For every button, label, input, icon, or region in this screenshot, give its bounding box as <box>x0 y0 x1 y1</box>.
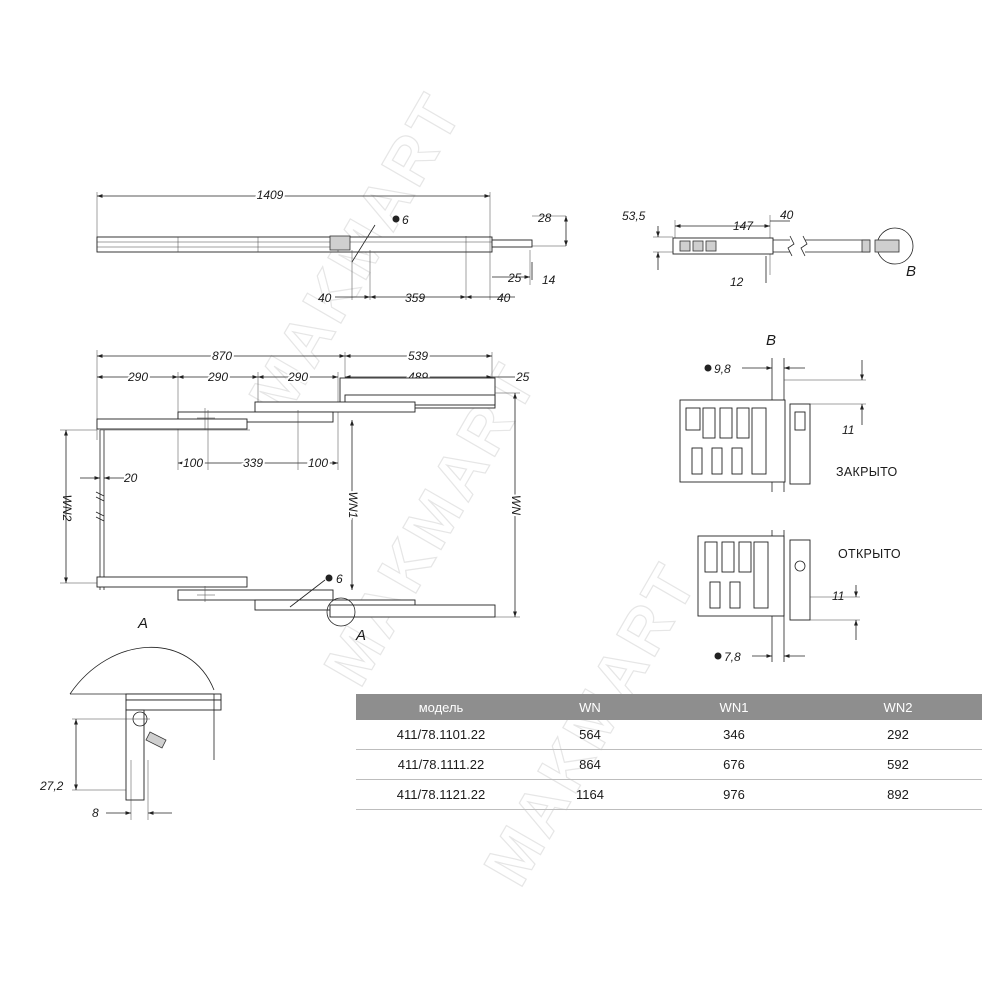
dim-27-2: 27,2 <box>39 779 64 793</box>
dim-11-open: 11 <box>832 589 844 603</box>
top-view: 1409 6 28 25 14 40 359 40 <box>96 186 568 305</box>
detail-b: B 9,8 11 ЗАКРЫТО ОТКРЫТО <box>679 332 901 664</box>
cell-wn1: 346 <box>654 720 814 750</box>
cell-model: 411/78.1111.22 <box>356 749 526 780</box>
dim-hole-6: 6 <box>402 213 409 227</box>
dim-100-a: 100 <box>183 456 203 470</box>
dim-wn2: WN2 <box>60 495 74 522</box>
dim-wn1: WN1 <box>346 492 360 519</box>
dim-25-plan: 25 <box>515 370 530 384</box>
table-row: 411/78.1101.22 564 346 292 <box>356 720 982 750</box>
hole-dot-icon <box>325 574 333 582</box>
cell-wn2: 292 <box>814 720 982 750</box>
cell-wn: 864 <box>526 749 654 780</box>
dim-25: 25 <box>507 271 522 285</box>
dim-40: 40 <box>780 208 794 222</box>
dim-147: 147 <box>733 219 754 233</box>
dim-100-b: 100 <box>308 456 328 470</box>
dim-wn: WN <box>509 495 523 515</box>
cell-wn2: 592 <box>814 749 982 780</box>
dim-339: 339 <box>243 456 263 470</box>
open-state-label: ОТКРЫТО <box>838 547 901 561</box>
dim-359: 359 <box>405 291 425 305</box>
dim-14: 14 <box>542 273 556 287</box>
hole-dot-icon <box>714 652 722 660</box>
closed-state-label: ЗАКРЫТО <box>836 465 897 479</box>
detail-a-marker: A <box>355 627 366 644</box>
dim-11-closed: 11 <box>842 423 854 437</box>
hole-dot-icon <box>392 215 400 223</box>
dim-40-left: 40 <box>318 291 332 305</box>
dim-290-c: 290 <box>287 370 308 384</box>
detail-b-title: B <box>766 332 776 349</box>
col-model: модель <box>356 694 526 720</box>
col-wn2: WN2 <box>814 694 982 720</box>
dim-7-8: 7,8 <box>724 650 741 664</box>
cell-model: 411/78.1121.22 <box>356 779 526 810</box>
cell-wn1: 676 <box>654 749 814 780</box>
detail-a-title: A <box>137 615 148 632</box>
dim-290-a: 290 <box>127 370 148 384</box>
dim-plan-hole-6: 6 <box>336 572 343 586</box>
dim-290-b: 290 <box>207 370 228 384</box>
dim-28: 28 <box>537 211 552 225</box>
dim-53-5: 53,5 <box>622 209 646 223</box>
cell-wn: 1164 <box>526 779 654 810</box>
hole-dot-icon <box>704 364 712 372</box>
section-view: 53,5 147 40 B 12 <box>622 208 916 289</box>
dim-40-right: 40 <box>497 291 511 305</box>
watermark-1: MAKMART <box>235 80 477 427</box>
table-header-row: модель WN WN1 WN2 <box>356 694 982 720</box>
dim-8: 8 <box>92 806 99 820</box>
plan-view: 870 539 290 290 290 489 25 <box>60 347 530 644</box>
col-wn: WN <box>526 694 654 720</box>
table-row: 411/78.1121.22 1164 976 892 <box>356 779 982 810</box>
dim-1409: 1409 <box>257 188 284 202</box>
table-row: 411/78.1111.22 864 676 592 <box>356 749 982 780</box>
detail-b-marker: B <box>906 263 916 280</box>
dim-9-8: 9,8 <box>714 362 731 376</box>
dim-539: 539 <box>408 349 428 363</box>
cell-model: 411/78.1101.22 <box>356 720 526 750</box>
cell-wn2: 892 <box>814 779 982 810</box>
col-wn1: WN1 <box>654 694 814 720</box>
spec-table: модель WN WN1 WN2 411/78.1101.22 564 346… <box>356 694 982 810</box>
cell-wn: 564 <box>526 720 654 750</box>
dim-12: 12 <box>730 275 744 289</box>
cell-wn1: 976 <box>654 779 814 810</box>
dim-870: 870 <box>212 349 232 363</box>
detail-a: A 27,2 8 <box>39 615 222 820</box>
dim-20: 20 <box>123 471 138 485</box>
